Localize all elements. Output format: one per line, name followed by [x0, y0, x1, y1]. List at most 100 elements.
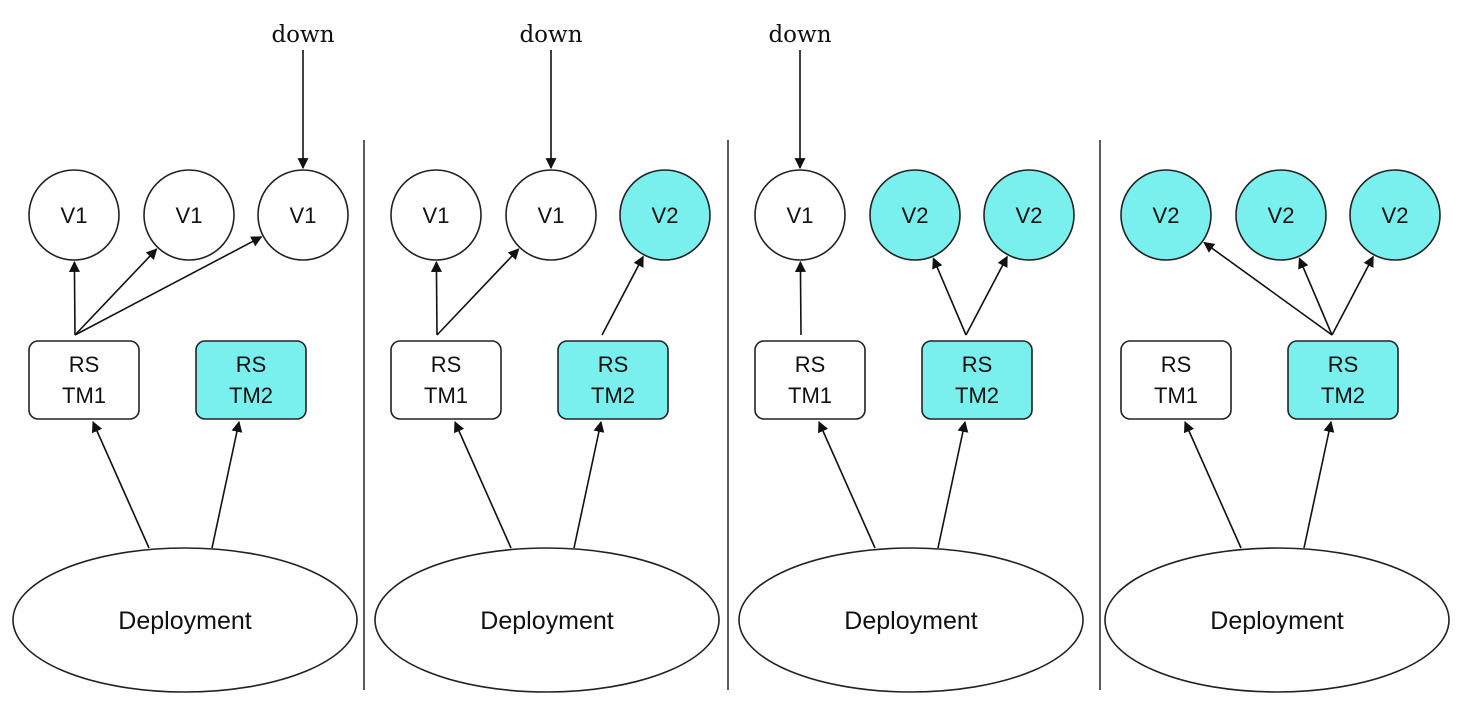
replicaset-line1: RS	[962, 352, 993, 377]
deployment-ellipse	[374, 547, 720, 693]
pod-v2: V2	[869, 169, 961, 261]
replicaset-box	[921, 340, 1033, 420]
manages-arrow	[794, 260, 806, 336]
deployment-label: Deployment	[1210, 607, 1343, 635]
deployment-arrow	[937, 420, 969, 549]
pod-circle	[1235, 169, 1327, 261]
pod-label: V2	[902, 203, 929, 228]
manages-arrow	[430, 260, 442, 336]
deployment-ellipse	[12, 547, 358, 693]
pod-label: V1	[176, 203, 203, 228]
deployment-label: Deployment	[480, 607, 613, 635]
pod-v1: V1	[28, 169, 120, 261]
pod-label: V2	[1268, 203, 1295, 228]
pod-v2: V2	[983, 169, 1075, 261]
deployment-ellipse	[1104, 547, 1450, 693]
replicaset-tm2: RS TM2	[1287, 340, 1399, 420]
replicaset-line1: RS	[1328, 352, 1359, 377]
pod-v2: V2	[1235, 169, 1327, 261]
replicaset-tm1: RS TM1	[754, 340, 866, 420]
replicaset-line2: TM1	[62, 383, 106, 408]
manages-arrow	[1331, 255, 1374, 336]
replicaset-tm1: RS TM1	[1120, 340, 1232, 420]
replicaset-tm2: RS TM2	[557, 340, 669, 420]
pod-circle	[983, 169, 1075, 261]
deployment-node: Deployment	[374, 547, 720, 693]
deployment-label: Deployment	[844, 607, 977, 635]
manages-arrow	[1203, 241, 1333, 336]
pod-v2: V2	[1349, 169, 1441, 261]
pod-circle	[754, 169, 846, 261]
deployment-node: Deployment	[1104, 547, 1450, 693]
replicaset-line1: RS	[236, 352, 267, 377]
deployment-arrow	[453, 420, 512, 549]
pod-v2: V2	[619, 169, 711, 261]
pod-v2: V2	[1120, 169, 1212, 261]
pod-v1: V1	[143, 169, 235, 261]
pod-label: V2	[1016, 203, 1043, 228]
replicaset-line1: RS	[795, 352, 826, 377]
pod-circle	[1120, 169, 1212, 261]
down-label: down	[768, 22, 831, 48]
replicaset-line2: TM2	[591, 383, 635, 408]
pod-label: V1	[787, 203, 814, 228]
replicaset-line2: TM2	[1321, 383, 1365, 408]
pod-label: V2	[1153, 203, 1180, 228]
manages-arrow	[436, 248, 520, 336]
replicaset-tm1: RS TM1	[28, 340, 140, 420]
replicaset-line1: RS	[1161, 352, 1192, 377]
down-label: down	[271, 22, 334, 48]
replicaset-line2: TM1	[788, 383, 832, 408]
manages-arrow	[601, 255, 644, 336]
replicaset-box	[195, 340, 307, 420]
pod-circle	[28, 169, 120, 261]
manages-arrow	[965, 255, 1008, 336]
replicaset-line1: RS	[69, 352, 100, 377]
replicaset-tm2: RS TM2	[195, 340, 307, 420]
replicaset-box	[1120, 340, 1232, 420]
manages-arrow	[68, 260, 80, 336]
replicaset-line2: TM1	[1154, 383, 1198, 408]
pod-circle	[143, 169, 235, 261]
deployment-ellipse	[738, 547, 1084, 693]
replicaset-box	[754, 340, 866, 420]
deployment-arrow	[91, 420, 150, 549]
pod-circle	[1349, 169, 1441, 261]
replicaset-box	[28, 340, 140, 420]
replicaset-box	[390, 340, 502, 420]
deployment-arrow	[817, 420, 876, 549]
replicaset-line1: RS	[598, 352, 629, 377]
deployment-arrow	[1303, 420, 1335, 549]
pod-v1: V1	[505, 169, 597, 261]
pod-label: V1	[538, 203, 565, 228]
replicaset-tm2: RS TM2	[921, 340, 1033, 420]
pod-label: V2	[652, 203, 679, 228]
pod-label: V2	[1382, 203, 1409, 228]
pod-circle	[619, 169, 711, 261]
manages-arrow	[74, 236, 263, 336]
pod-circle	[390, 169, 482, 261]
deployment-arrow	[1183, 420, 1242, 549]
deployment-label: Deployment	[118, 607, 251, 635]
pod-circle	[869, 169, 961, 261]
replicaset-box	[557, 340, 669, 420]
replicaset-line2: TM2	[955, 383, 999, 408]
pod-v1: V1	[754, 169, 846, 261]
deployment-node: Deployment	[738, 547, 1084, 693]
replicaset-line2: TM2	[229, 383, 273, 408]
down-label: down	[519, 22, 582, 48]
pod-circle	[505, 169, 597, 261]
manages-arrow	[1298, 257, 1333, 336]
pod-v1: V1	[257, 169, 349, 261]
manages-arrow	[74, 248, 158, 336]
pod-circle	[257, 169, 349, 261]
deployment-arrow	[211, 420, 243, 549]
pod-label: V1	[61, 203, 88, 228]
pod-label: V1	[290, 203, 317, 228]
deployment-node: Deployment	[12, 547, 358, 693]
